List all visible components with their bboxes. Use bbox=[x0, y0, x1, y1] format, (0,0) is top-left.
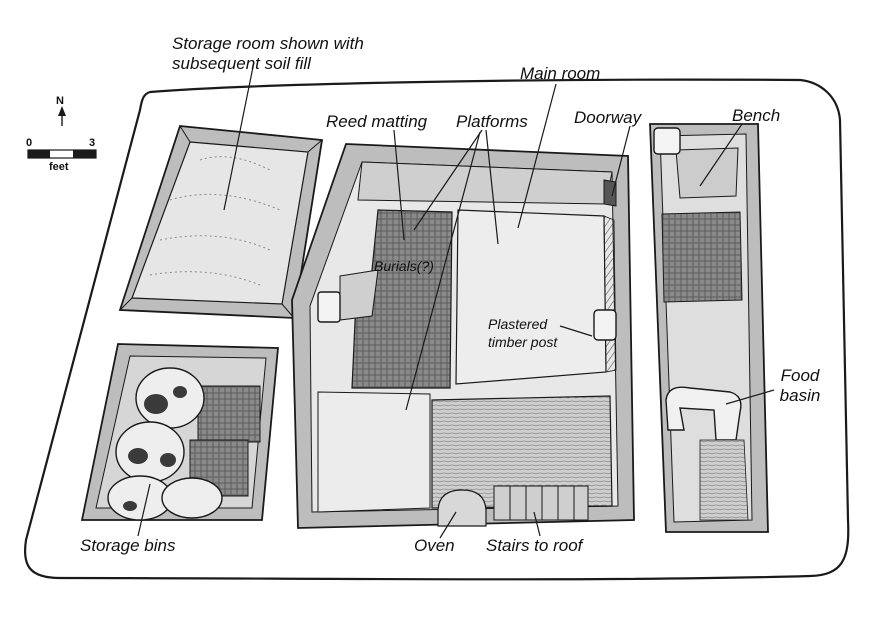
label-burials: Burials(?) bbox=[374, 258, 434, 274]
main-room bbox=[291, 143, 635, 529]
label-bench: Bench bbox=[732, 106, 781, 125]
doorway-shape bbox=[603, 179, 617, 207]
leader-lines bbox=[137, 61, 775, 539]
storage-room-lower bbox=[80, 343, 279, 521]
label-storage-room: Storage room shown with bbox=[172, 34, 364, 53]
label-plastered-post: Plastered bbox=[488, 316, 548, 332]
label-stairs: Stairs to roof bbox=[486, 536, 583, 555]
label-storage-bins: Storage bins bbox=[80, 536, 176, 555]
label-platforms: Platforms bbox=[456, 112, 528, 131]
label-reed-matting: Reed matting bbox=[326, 112, 428, 131]
scale-min-label: 0 bbox=[26, 137, 33, 149]
label-storage-room-line2: subsequent soil fill bbox=[172, 54, 311, 73]
side-room bbox=[649, 123, 769, 533]
label-oven: Oven bbox=[414, 536, 455, 555]
scale-max-label: 3 bbox=[89, 137, 96, 149]
scale-unit-label: feet bbox=[49, 161, 69, 173]
stairs-shape bbox=[493, 485, 589, 521]
label-doorway: Doorway bbox=[574, 108, 642, 127]
label-food-basin: Food bbox=[780, 366, 820, 385]
storage-room-upper bbox=[118, 125, 324, 319]
oven-shape bbox=[437, 489, 487, 527]
food-basin-shape bbox=[665, 386, 742, 441]
label-food-basin-line2: basin bbox=[779, 386, 821, 405]
bench-shape bbox=[675, 147, 739, 199]
label-main-room: Main room bbox=[520, 64, 601, 83]
scale-bar bbox=[27, 106, 97, 159]
timber-post bbox=[593, 309, 617, 341]
north-arrow-label: N bbox=[56, 95, 64, 107]
label-plastered-post-line2: timber post bbox=[488, 334, 558, 350]
